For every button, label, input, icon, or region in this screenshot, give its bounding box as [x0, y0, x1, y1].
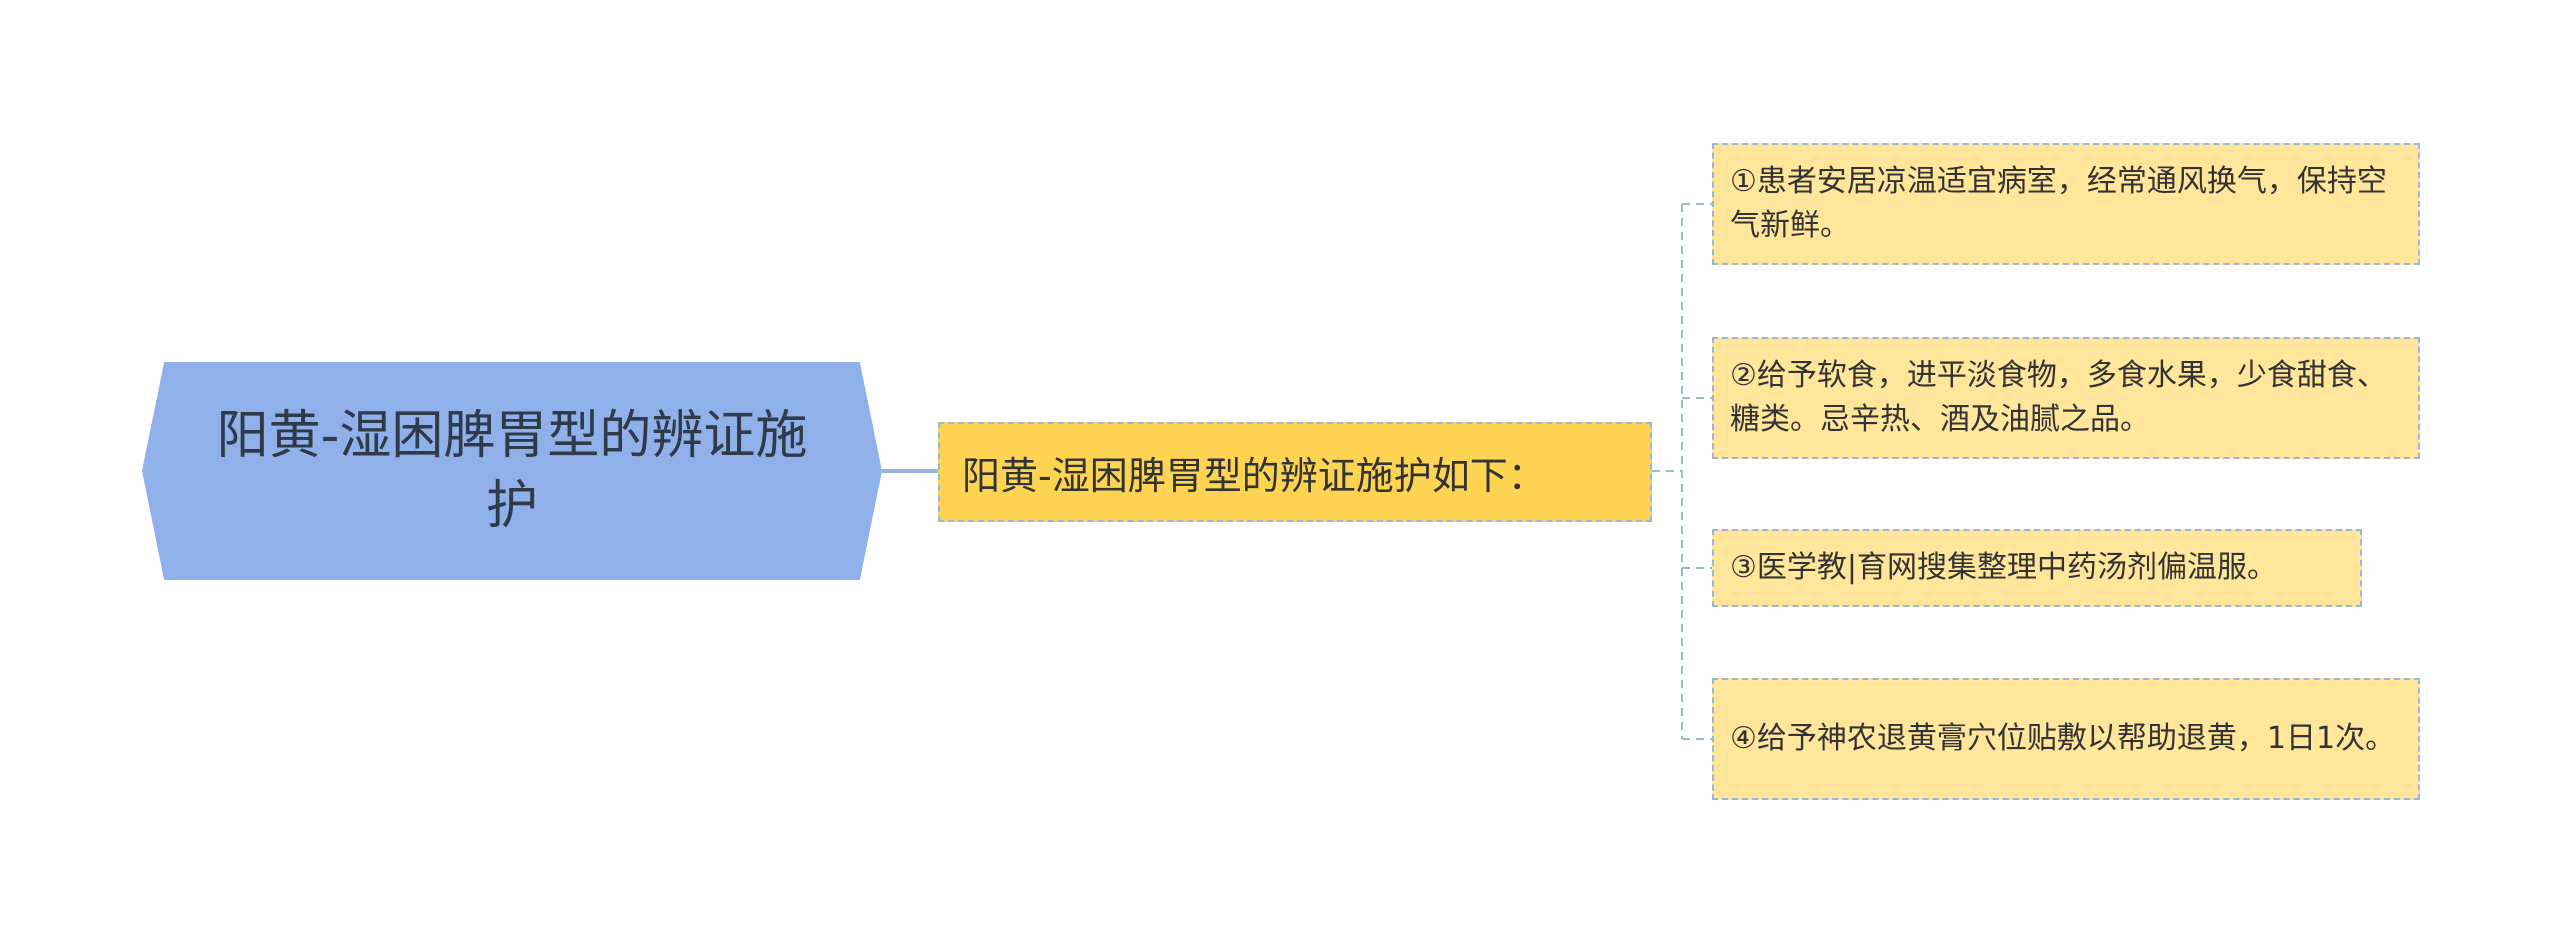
leaf-node-label: ①患者安居凉温适宜病室，经常通风换气，保持空气新鲜。 [1730, 164, 2387, 243]
root-node[interactable]: 阳黄-湿困脾胃型的辨证施护 [142, 362, 882, 580]
leaf-node-label: ④给予神农退黄膏穴位贴敷以帮助退黄，1日1次。 [1730, 721, 2396, 756]
branch-node[interactable]: 阳黄-湿困脾胃型的辨证施护如下： [938, 422, 1652, 522]
leaf-node[interactable]: ①患者安居凉温适宜病室，经常通风换气，保持空气新鲜。 [1712, 143, 2420, 265]
branch-node-label: 阳黄-湿困脾胃型的辨证施护如下： [962, 453, 1546, 498]
leaf-node[interactable]: ②给予软食，进平淡食物，多食水果，少食甜食、糖类。忌辛热、酒及油腻之品。 [1712, 337, 2420, 459]
leaf-node[interactable]: ③医学教|育网搜集整理中药汤剂偏温服。 [1712, 529, 2362, 607]
root-node-label: 阳黄-湿困脾胃型的辨证施护 [216, 406, 808, 536]
leaf-node[interactable]: ④给予神农退黄膏穴位贴敷以帮助退黄，1日1次。 [1712, 678, 2420, 800]
leaf-node-label: ③医学教|育网搜集整理中药汤剂偏温服。 [1730, 550, 2278, 585]
leaf-node-label: ②给予软食，进平淡食物，多食水果，少食甜食、糖类。忌辛热、酒及油腻之品。 [1730, 358, 2387, 437]
